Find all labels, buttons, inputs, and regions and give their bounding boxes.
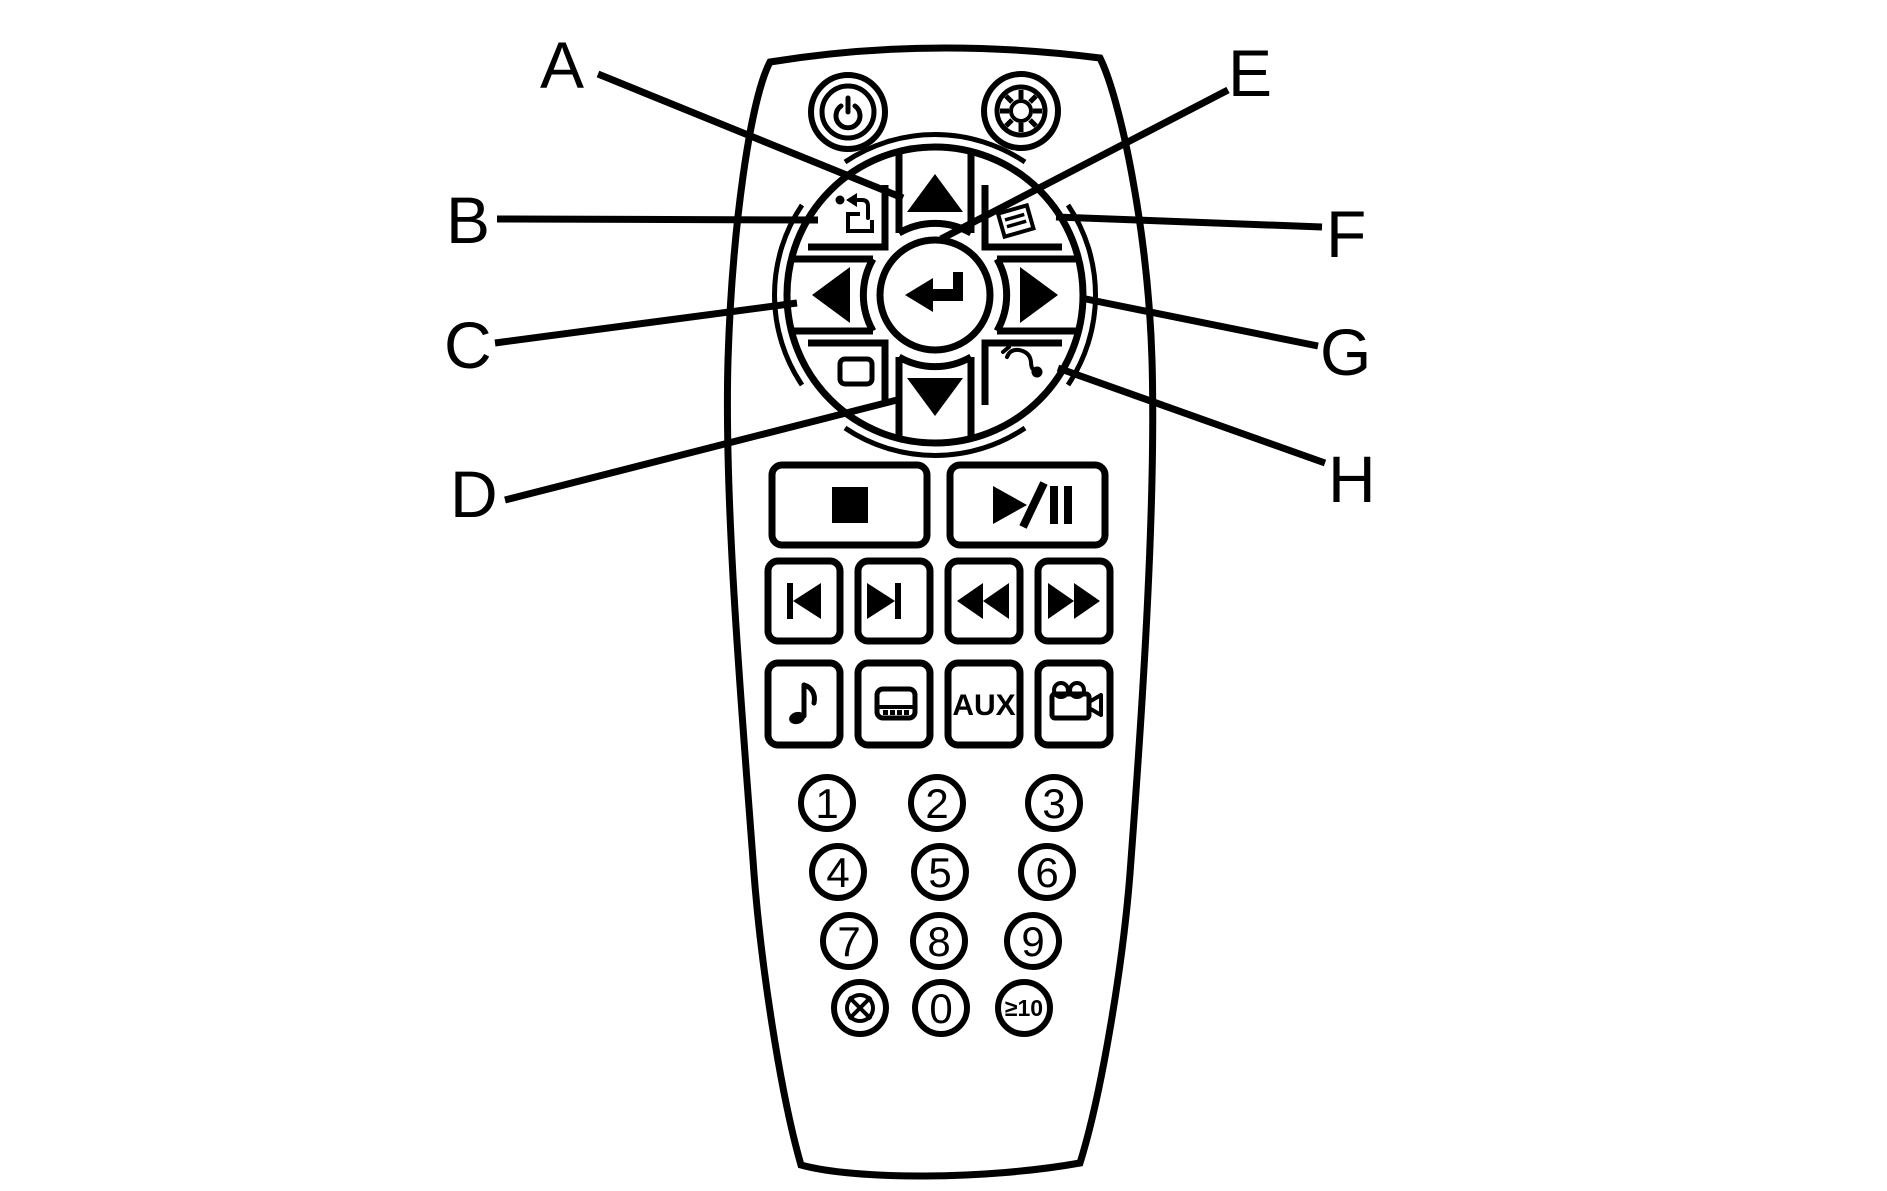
disc-source-button[interactable] bbox=[854, 659, 934, 749]
stop-square-icon bbox=[832, 487, 868, 523]
digit-5-label: 5 bbox=[928, 849, 951, 896]
previous-track-button[interactable] bbox=[764, 557, 844, 645]
digit-7-label: 7 bbox=[837, 918, 860, 965]
digit-4-label: 4 bbox=[826, 849, 849, 896]
enter-button[interactable] bbox=[876, 236, 994, 354]
callout-line-g bbox=[1080, 294, 1319, 350]
cancel-button[interactable] bbox=[831, 979, 889, 1037]
callout-label-c: C bbox=[444, 308, 492, 382]
digit-2-button[interactable]: 2 bbox=[908, 774, 966, 832]
arrow-up-icon bbox=[907, 174, 963, 212]
music-note-icon bbox=[789, 682, 817, 725]
callout-line-f bbox=[1055, 213, 1323, 231]
digit-3-label: 3 bbox=[1042, 780, 1065, 827]
play-pause-icon bbox=[993, 481, 1072, 529]
aux-source-button[interactable]: AUX bbox=[944, 659, 1024, 749]
display-screen-icon bbox=[837, 356, 875, 387]
digit-6-label: 6 bbox=[1035, 849, 1058, 896]
callout-line-e bbox=[939, 86, 1230, 243]
dpad-deco-arc-bottom bbox=[843, 425, 1027, 458]
callout-label-a: A bbox=[540, 28, 584, 102]
callout-label-g: G bbox=[1320, 315, 1371, 389]
back-return-to-box-icon bbox=[835, 193, 874, 233]
digit-1-label: 1 bbox=[815, 780, 838, 827]
dpad-deco-arc-right bbox=[1065, 203, 1098, 387]
headphone-audio-icon bbox=[1001, 345, 1043, 378]
digit-9-label: 9 bbox=[1021, 918, 1044, 965]
callout-label-e: E bbox=[1228, 36, 1272, 110]
brightness-dial-icon bbox=[1000, 90, 1042, 132]
digit-6-button[interactable]: 6 bbox=[1018, 843, 1076, 901]
previous-track-icon bbox=[787, 583, 821, 619]
enter-return-icon bbox=[905, 272, 963, 312]
arrow-left-icon bbox=[812, 267, 850, 323]
music-source-button[interactable] bbox=[764, 659, 844, 749]
dpad-cluster bbox=[772, 132, 1098, 458]
digit-7-button[interactable]: 7 bbox=[820, 912, 878, 970]
menu-button[interactable] bbox=[995, 202, 1036, 240]
dpad-deco-arc-left bbox=[772, 203, 805, 387]
next-track-icon bbox=[867, 583, 901, 619]
aux-label: AUX bbox=[952, 689, 1015, 722]
circle-x-cancel-icon bbox=[845, 993, 875, 1023]
play-pause-button[interactable] bbox=[946, 461, 1109, 549]
callout-line-c bbox=[494, 299, 798, 347]
cursor-down-button[interactable] bbox=[895, 353, 975, 438]
cursor-right-button[interactable] bbox=[993, 255, 1078, 335]
callout-label-f: F bbox=[1326, 197, 1366, 271]
cursor-left-button[interactable] bbox=[792, 255, 877, 335]
corner-border-top-left bbox=[808, 185, 889, 251]
rewind-button[interactable] bbox=[944, 557, 1024, 645]
digit-9-button[interactable]: 9 bbox=[1004, 912, 1062, 970]
corner-border-top-right bbox=[981, 185, 1062, 251]
callout-label-d: D bbox=[450, 457, 498, 531]
callout-label-h: H bbox=[1328, 442, 1376, 516]
corner-border-bottom-right bbox=[981, 339, 1062, 405]
numpad: 1 2 3 4 5 6 7 8 bbox=[798, 774, 1083, 1037]
digit-0-label: 0 bbox=[929, 985, 952, 1032]
callout-lines bbox=[494, 70, 1327, 504]
cursor-up-button[interactable] bbox=[895, 152, 975, 237]
display-brightness-button[interactable] bbox=[981, 71, 1061, 151]
stop-button[interactable] bbox=[768, 461, 931, 549]
callout-line-b bbox=[496, 215, 819, 224]
dpad-deco-arc-top bbox=[843, 132, 1027, 165]
display-screen-button[interactable] bbox=[837, 356, 875, 387]
arrow-right-icon bbox=[1020, 267, 1058, 323]
power-button[interactable] bbox=[808, 72, 888, 152]
callout-line-h bbox=[1056, 364, 1327, 467]
digit-4-button[interactable]: 4 bbox=[809, 843, 867, 901]
callout-letters: A B C D E F G H bbox=[444, 28, 1376, 531]
rewind-icon bbox=[957, 583, 1009, 619]
fast-forward-button[interactable] bbox=[1034, 557, 1114, 645]
gte-10-label: ≥10 bbox=[1005, 995, 1043, 1021]
digit-1-button[interactable]: 1 bbox=[798, 774, 856, 832]
digit-5-button[interactable]: 5 bbox=[911, 843, 969, 901]
video-source-button[interactable] bbox=[1034, 659, 1114, 749]
arrow-down-icon bbox=[907, 378, 963, 416]
video-camera-icon bbox=[1049, 681, 1103, 721]
digit-8-button[interactable]: 8 bbox=[910, 912, 968, 970]
callout-line-a bbox=[596, 70, 905, 202]
menu-list-icon bbox=[995, 202, 1036, 240]
digit-0-button[interactable]: 0 bbox=[912, 979, 970, 1037]
next-track-button[interactable] bbox=[854, 557, 934, 645]
media-player-icon bbox=[874, 686, 918, 721]
power-icon bbox=[833, 95, 863, 131]
corner-border-bottom-left bbox=[808, 339, 889, 405]
gte-10-button[interactable]: ≥10 bbox=[995, 979, 1053, 1037]
fast-forward-icon bbox=[1048, 583, 1100, 619]
digit-3-button[interactable]: 3 bbox=[1025, 774, 1083, 832]
callout-label-b: B bbox=[446, 183, 490, 257]
callout-line-d bbox=[504, 395, 902, 504]
back-button[interactable] bbox=[835, 193, 874, 233]
remote-body-outline bbox=[723, 44, 1157, 1180]
digit-2-label: 2 bbox=[925, 780, 948, 827]
audio-button[interactable] bbox=[1001, 345, 1043, 378]
digit-8-label: 8 bbox=[927, 918, 950, 965]
